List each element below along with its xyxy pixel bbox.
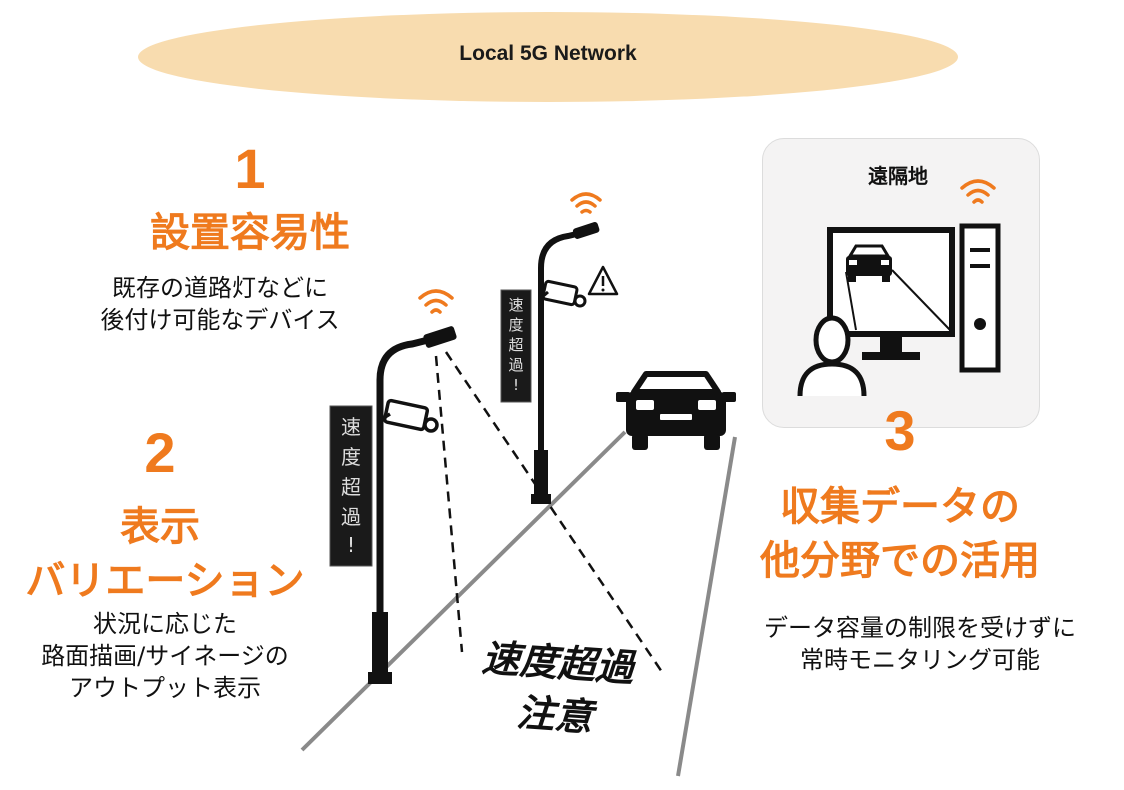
svg-text:!: ! — [347, 533, 355, 557]
svg-text:超: 超 — [341, 475, 361, 499]
svg-text:過: 過 — [508, 356, 523, 374]
feature3-line2: 常時モニタリング可能 — [800, 646, 1040, 674]
feature3-desc: データ容量の制限を受けずに 常時モニタリング可能 — [720, 612, 1120, 676]
wifi-icon — [570, 192, 602, 214]
warning-icon — [587, 265, 619, 296]
wifi-icon — [418, 289, 454, 314]
svg-text:速: 速 — [508, 296, 523, 314]
feature3-line1: データ容量の制限を受けずに — [764, 614, 1076, 642]
street-lamp-back — [531, 222, 600, 504]
feature2-number: 2 — [144, 421, 176, 484]
camera-icon — [379, 398, 439, 433]
feature3-title-line1: 収集データの — [780, 484, 1020, 530]
network-label: Local 5G Network — [459, 42, 637, 65]
feature3-title-line2: 他分野での活用 — [760, 538, 1040, 584]
road-right-edge — [676, 436, 737, 777]
svg-text:過: 過 — [341, 505, 361, 529]
svg-text:度: 度 — [341, 445, 361, 469]
feature1-title: 設置容易性 — [150, 210, 350, 256]
svg-text:超: 超 — [508, 336, 523, 354]
road-left-edge — [300, 430, 627, 752]
network-ellipse — [138, 12, 958, 102]
feature2-line2: 路面描画/サイネージの — [41, 642, 289, 670]
sign-front: 速 度 超 過 ! — [329, 405, 373, 567]
feature1-line1: 既存の道路灯などに — [112, 274, 328, 302]
computer-icon — [827, 223, 1001, 373]
street-lamp-front — [368, 326, 457, 684]
svg-text:速: 速 — [341, 415, 361, 439]
feature2-desc: 状況に応じた 路面描画/サイネージの アウトプット表示 — [10, 608, 320, 704]
feature3-number: 3 — [884, 399, 916, 462]
feature2-title-line2: バリエーション — [25, 558, 305, 604]
person-icon — [797, 315, 867, 397]
feature2-title-line1: 表示 — [120, 504, 200, 550]
camera-icon — [540, 279, 587, 308]
wifi-icon — [960, 179, 996, 204]
feature1-line2: 後付け可能なデバイス — [100, 306, 340, 334]
feature2-line1: 状況に応じた — [93, 610, 237, 638]
feature2-line3: アウトプット表示 — [69, 674, 261, 702]
svg-text:度: 度 — [508, 316, 523, 334]
projection-line-left — [434, 355, 464, 653]
svg-text:!: ! — [513, 376, 519, 394]
feature1-desc: 既存の道路灯などに 後付け可能なデバイス — [50, 272, 390, 336]
feature1-number: 1 — [234, 137, 266, 200]
projection-line-right — [444, 351, 664, 673]
car-icon — [616, 371, 736, 450]
remote-label: 遠隔地 — [868, 164, 928, 188]
sign-back: 速 度 超 過 ! — [500, 289, 532, 403]
